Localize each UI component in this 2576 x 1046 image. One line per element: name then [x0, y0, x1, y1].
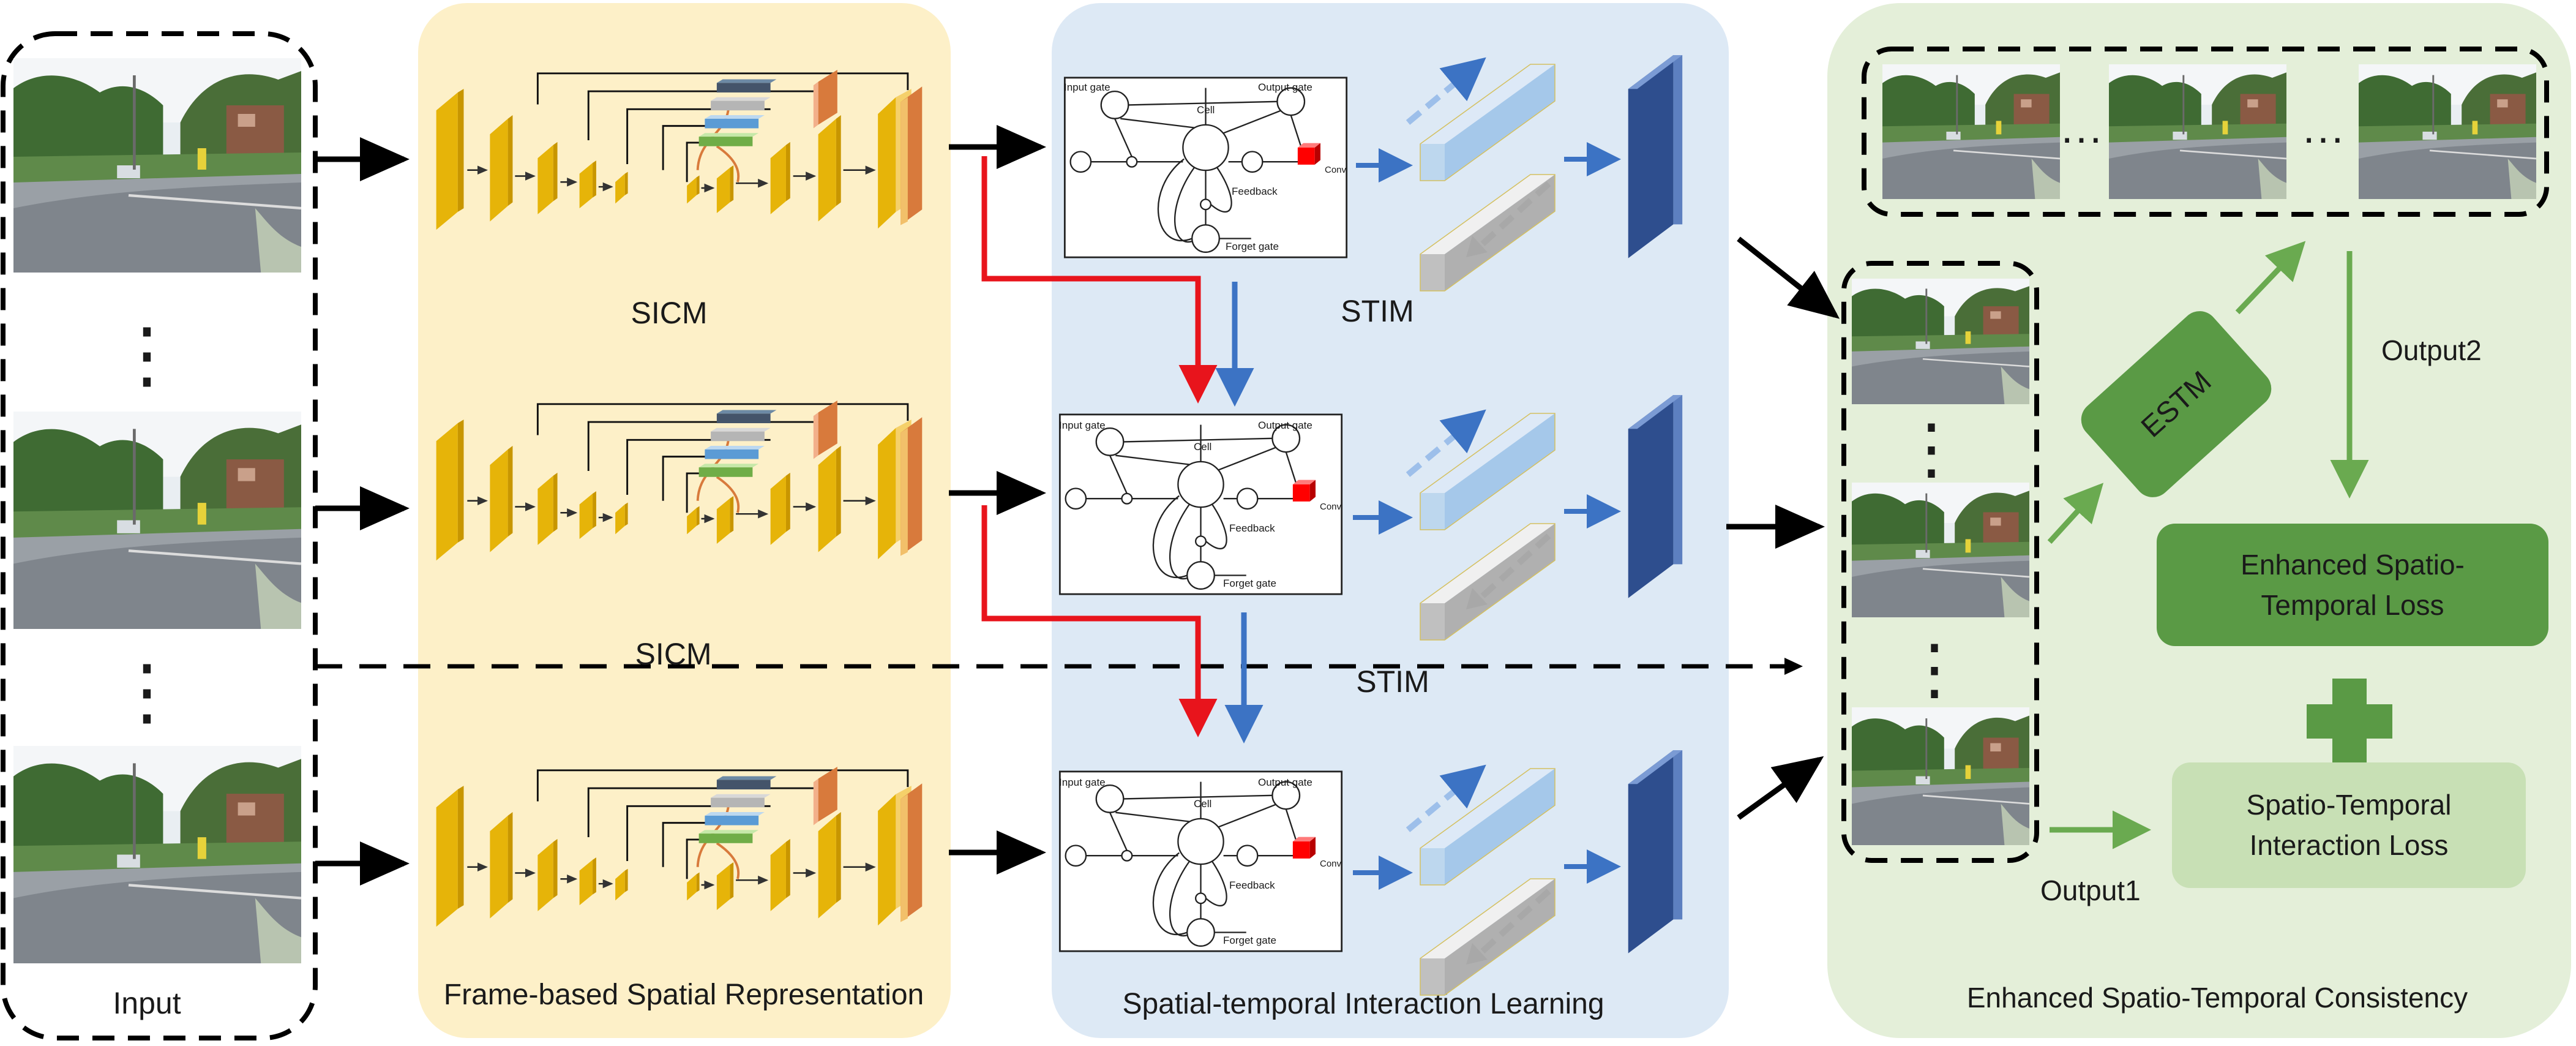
cell-labels-3: Input gate Output gate Cell Feedback For…	[1059, 777, 1342, 946]
conv-label: Conv	[1325, 165, 1347, 175]
input-frame-2	[13, 412, 301, 629]
output1-frame-1	[1852, 279, 2029, 404]
output2-frame-1	[1882, 64, 2060, 199]
forget-gate-label: Forget gate	[1223, 935, 1276, 946]
horizontal-ellipsis: ···	[2302, 113, 2345, 161]
sicm-label-2: SICM	[635, 637, 712, 671]
vertical-ellipsis: ⋮	[1901, 631, 1968, 707]
vertical-ellipsis: ⋮	[110, 314, 184, 396]
spatial-panel-label: Frame-based Spatial Representation	[444, 979, 924, 1011]
enhanced-loss-line2: Temporal Loss	[2261, 589, 2444, 621]
estm-module: ESTM	[2081, 311, 2272, 497]
consistency-panel-label: Enhanced Spatio-Temporal Consistency	[1967, 982, 2468, 1014]
output2-label: Output2	[2381, 334, 2482, 366]
vertical-ellipsis: ⋮	[110, 650, 184, 732]
output-gate-label: Output gate	[1258, 777, 1312, 788]
red-arrow-2	[981, 505, 1218, 737]
arrow-estm-to-output2	[2235, 241, 2306, 315]
input-gate-label: Input gate	[1064, 81, 1110, 93]
stim-label-1: STIM	[1341, 294, 1413, 328]
arrow-to-estm	[2047, 483, 2104, 544]
forget-gate-label: Forget gate	[1223, 578, 1276, 589]
stim-label-2: STIM	[1356, 664, 1429, 699]
enhanced-loss-box	[2157, 524, 2548, 646]
cell-label: Cell	[1194, 441, 1211, 453]
output2-frame-group	[1862, 47, 2549, 217]
sicm-label-1: SICM	[631, 296, 708, 330]
output-gate-label: Output gate	[1258, 420, 1312, 431]
input-label: Input	[113, 986, 181, 1020]
interaction-loss-line2: Interaction Loss	[2250, 829, 2449, 861]
enhanced-loss-line1: Enhanced Spatio-	[2241, 549, 2465, 581]
plus-icon	[2307, 679, 2392, 764]
output1-frame-2	[1852, 483, 2029, 617]
output1-label: Output1	[2040, 875, 2141, 906]
output1-frame-group	[1841, 261, 2039, 863]
input-gate-label: Input gate	[1059, 420, 1106, 431]
input-frame-3	[13, 746, 301, 963]
vertical-ellipsis: ⋮	[1898, 411, 1965, 486]
conv-label: Conv	[1320, 859, 1342, 869]
dashed-arrow-head	[1784, 658, 1803, 675]
forget-gate-label: Forget gate	[1226, 241, 1279, 252]
interaction-panel-label: Spatial-temporal Interaction Learning	[1122, 988, 1604, 1020]
interaction-loss-line1: Spatio-Temporal	[2247, 789, 2452, 821]
conv-label: Conv	[1320, 502, 1342, 512]
input-gate-label: Input gate	[1059, 777, 1106, 788]
horizontal-ellipsis: ···	[2060, 113, 2103, 161]
output2-frame-3	[2359, 64, 2536, 199]
output2-frame-2	[2109, 64, 2286, 199]
cell-label: Cell	[1197, 104, 1215, 116]
feedback-label: Feedback	[1229, 522, 1275, 534]
cell-labels-2: Input gate Output gate Cell Feedback For…	[1059, 420, 1342, 589]
output1-frame-3	[1852, 707, 2029, 845]
feedback-label: Feedback	[1232, 186, 1278, 197]
input-frame-1	[13, 58, 301, 273]
cell-label: Cell	[1194, 798, 1211, 810]
cell-labels-1: Input gate Output gate Cell Feedback For…	[1064, 81, 1347, 252]
interaction-loss-box	[2172, 762, 2526, 888]
red-arrow-1	[981, 156, 1218, 404]
feedback-label: Feedback	[1229, 879, 1275, 891]
output-gate-label: Output gate	[1258, 81, 1312, 93]
